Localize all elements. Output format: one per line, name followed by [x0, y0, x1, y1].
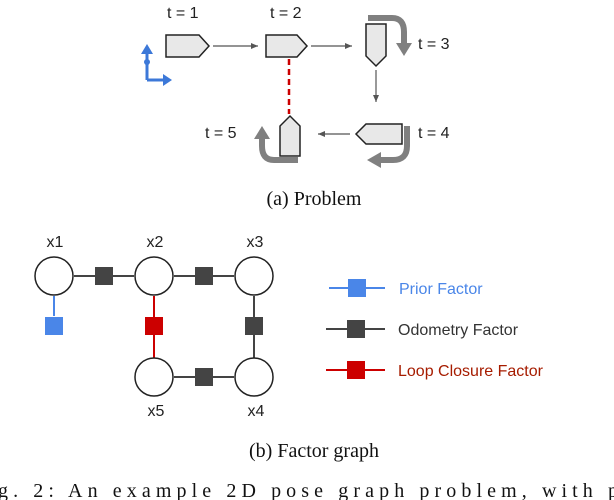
legend-loop-label: Loop Closure Factor	[398, 363, 544, 380]
time-label-3: t = 3	[418, 36, 450, 53]
node-label-x1: x1	[47, 234, 64, 251]
odometry-factor-x4-x5	[195, 368, 213, 386]
node-label-x2: x2	[147, 234, 164, 251]
node-label-x4: x4	[248, 403, 265, 420]
legend-prior-swatch	[348, 279, 366, 297]
rotation-arrow-icon-t5	[254, 126, 298, 163]
pose-marker-t2	[265, 34, 309, 58]
legend-loop-swatch	[347, 361, 365, 379]
loop-closure-factor-x2-x5	[145, 317, 163, 335]
figure-caption-partial: g. 2: An example 2D pose graph problem, …	[0, 480, 614, 500]
pose-marker-t4	[354, 123, 403, 145]
node-x1	[34, 256, 74, 296]
node-x3	[234, 256, 274, 296]
node-x2	[134, 256, 174, 296]
odometry-factor-x1-x2	[95, 267, 113, 285]
legend: Prior Factor Odometry Factor Loop Closur…	[326, 279, 544, 380]
factor-graph: x1 x2 x3 x4 x5 Prior Factor Odometry Fac…	[34, 234, 544, 462]
time-label-5: t = 5	[205, 125, 237, 142]
rotation-arrow-icon-t4	[367, 126, 410, 168]
pose-marker-t1	[165, 34, 211, 58]
node-label-x5: x5	[148, 403, 165, 420]
odometry-factor-x2-x3	[195, 267, 213, 285]
node-x5	[134, 357, 174, 397]
node-x4	[234, 357, 274, 397]
prior-factor-x1	[45, 317, 63, 335]
problem-diagram: t = 1 t = 2 t = 3 t = 4 t = 5	[141, 5, 450, 210]
legend-odometry-label: Odometry Factor	[398, 322, 519, 339]
node-label-x3: x3	[247, 234, 264, 251]
legend-odometry-swatch	[347, 320, 365, 338]
coordinate-axes-icon	[141, 44, 172, 86]
legend-prior-label: Prior Factor	[399, 281, 483, 298]
problem-caption: (a) Problem	[267, 188, 362, 210]
time-label-4: t = 4	[418, 125, 450, 142]
factor-graph-caption: (b) Factor graph	[249, 440, 379, 462]
time-label-1: t = 1	[167, 5, 199, 22]
rotation-arrow-icon-t3	[368, 15, 412, 56]
odometry-factor-x3-x4	[245, 317, 263, 335]
time-label-2: t = 2	[270, 5, 302, 22]
pose-marker-t5	[279, 114, 301, 157]
pose-marker-t3	[365, 23, 387, 68]
